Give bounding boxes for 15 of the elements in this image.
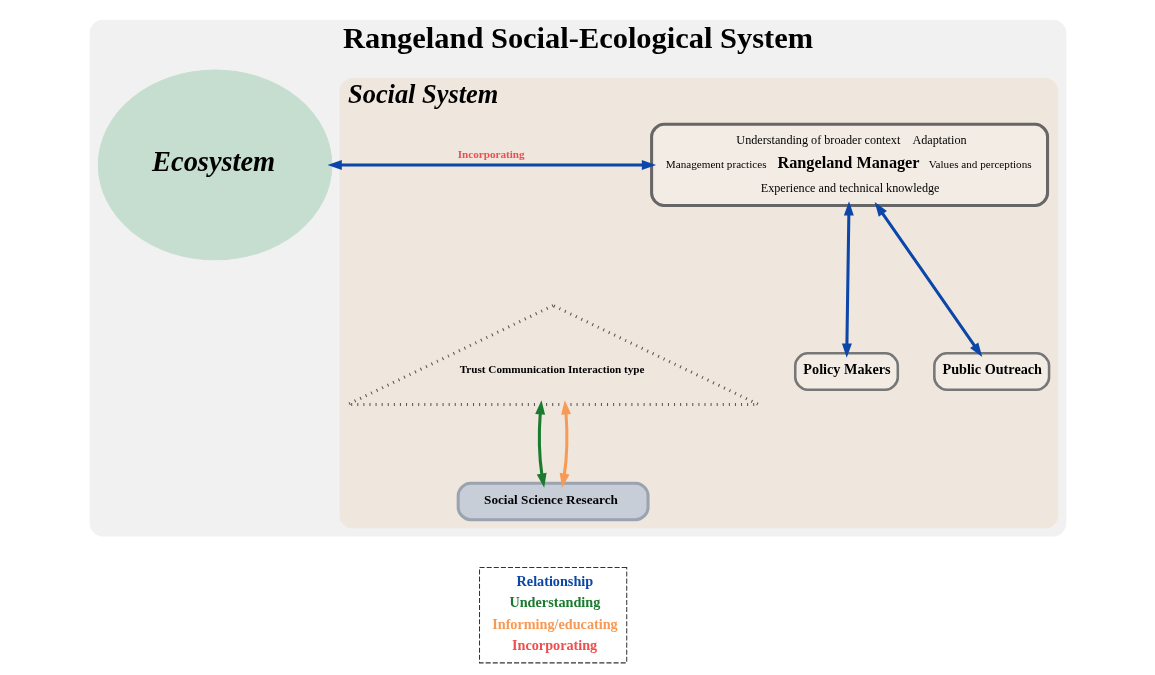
arrow xyxy=(874,202,982,357)
arrow xyxy=(841,201,854,358)
legend-label: Relationship xyxy=(516,572,593,589)
node-box: Public Outreach xyxy=(932,351,1050,392)
arrow xyxy=(559,400,571,488)
edge-label: Incorporating xyxy=(457,147,525,160)
legend-label: Incorporating xyxy=(511,636,597,653)
arrow xyxy=(534,400,547,488)
node-box: Social Science Research xyxy=(456,481,650,522)
arrow xyxy=(327,159,656,170)
node-ellipse: Ecosystem xyxy=(97,69,332,261)
node-box: Understanding of broader context Adaptation Management practices Rangeland Manager Values and perceptions Experience and technical knowledge xyxy=(649,122,1049,208)
legend-label: Informing/educating xyxy=(491,615,618,632)
node-box: Policy Makers xyxy=(793,351,899,392)
legend-label: Understanding xyxy=(508,594,600,611)
